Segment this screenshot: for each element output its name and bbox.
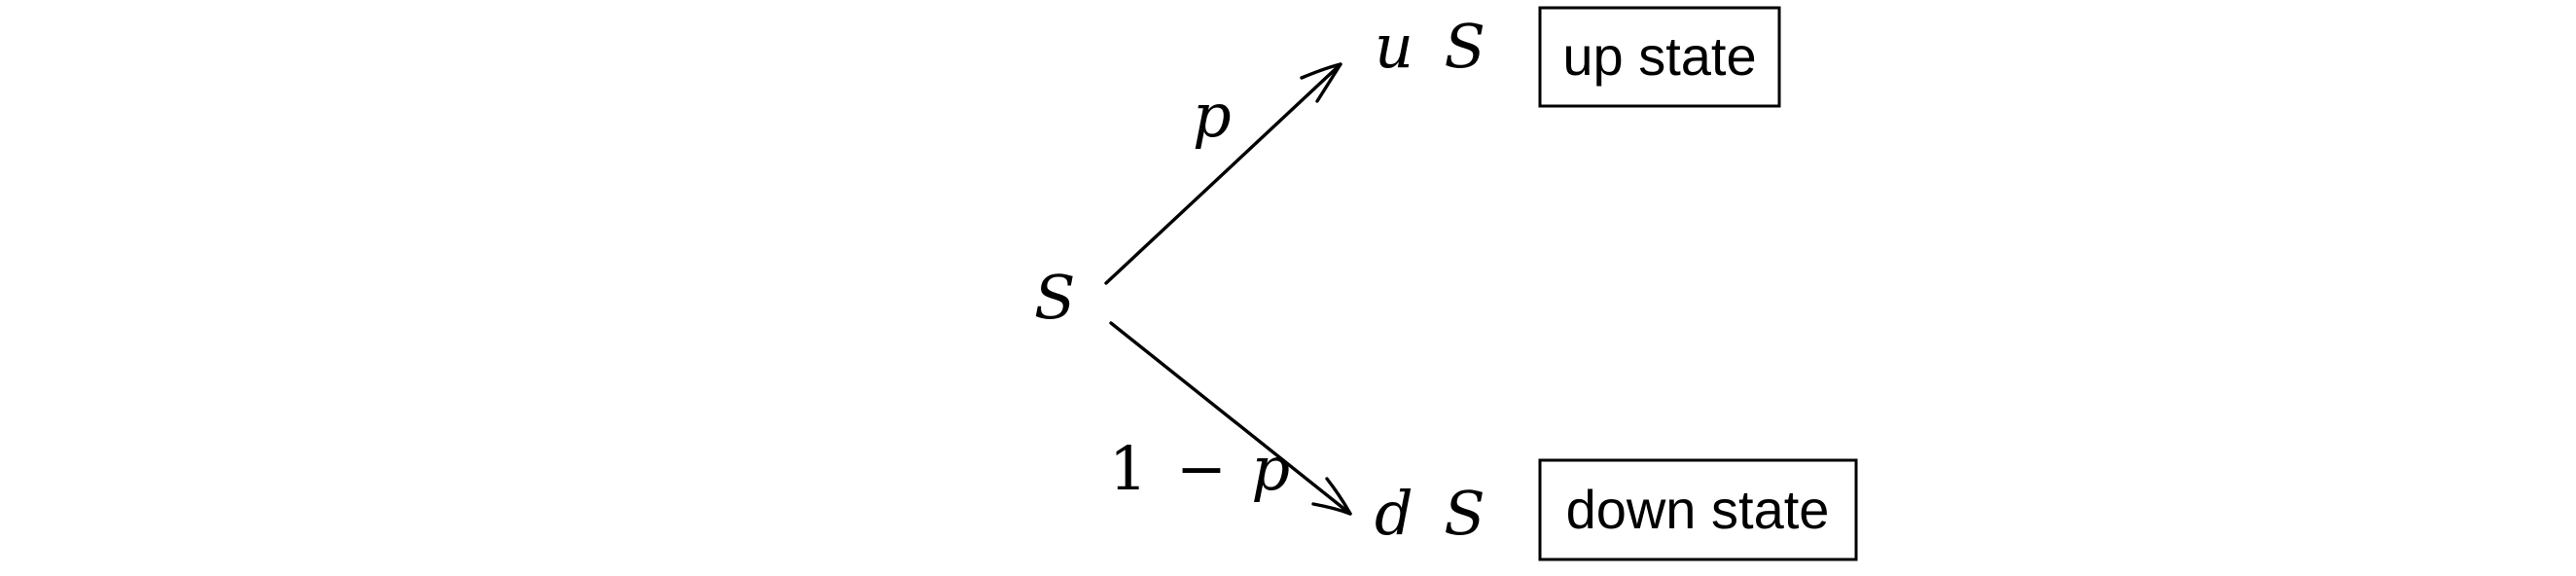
down-node-label: d S (1375, 478, 1485, 549)
down-state-box-frame (1538, 458, 1858, 561)
up-node-factor: u (1375, 11, 1413, 82)
root-node-label: S (1034, 262, 1075, 333)
down-node-factor: d (1375, 478, 1413, 549)
up-node-label: u S (1375, 11, 1485, 82)
down-probability-one: 1 (1109, 433, 1147, 504)
up-node-base: S (1444, 11, 1485, 82)
up-state-label: up state (1562, 25, 1756, 87)
up-arrowhead (1300, 62, 1342, 103)
down-node-base: S (1444, 478, 1485, 549)
down-probability-label: 1 − p (1109, 433, 1290, 504)
up-state-box: up state (1538, 6, 1781, 108)
down-state-label: down state (1566, 479, 1830, 540)
up-branch-arrow (1104, 62, 1342, 285)
down-state-box: down state (1538, 458, 1858, 561)
up-probability-label: p (1193, 80, 1232, 151)
down-arrowhead (1311, 477, 1352, 516)
down-probability-minus: − (1176, 433, 1227, 504)
down-branch-arrow (1109, 321, 1352, 516)
up-state-box-frame (1538, 6, 1781, 108)
down-probability-var: p (1251, 433, 1290, 504)
